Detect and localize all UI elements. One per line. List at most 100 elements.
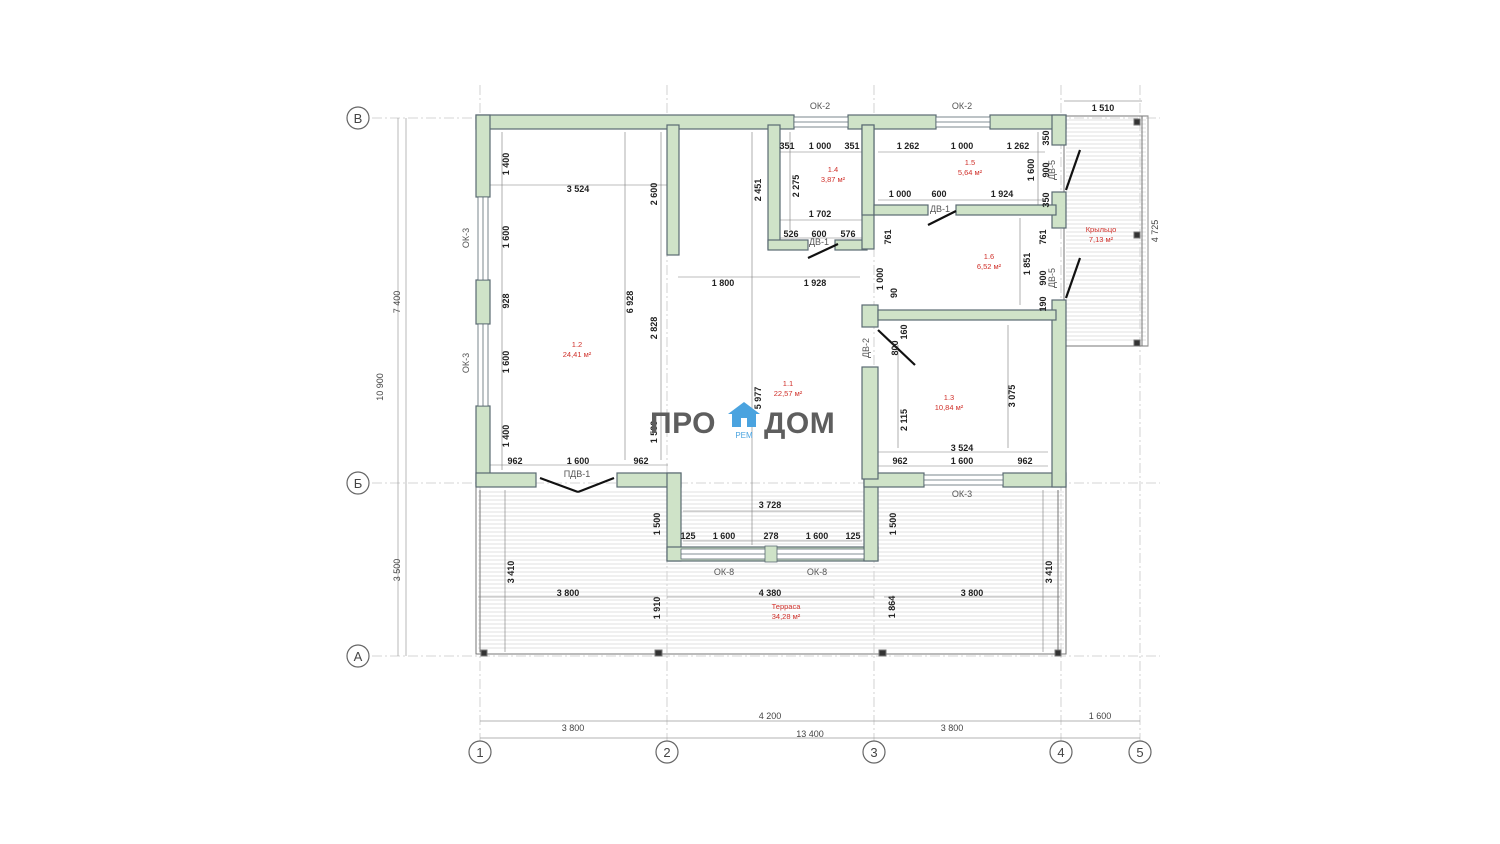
dim-terrace-v3410b: 3 410 bbox=[1044, 561, 1054, 584]
dim-1-5-b1000: 1 000 bbox=[889, 189, 912, 199]
label-ok2-a: ОК-2 bbox=[810, 101, 830, 111]
room-1-4-num: 1.4 bbox=[828, 165, 838, 174]
dim-bottom-4-5: 1 600 bbox=[1089, 711, 1112, 721]
dim-dv5-v900a: 900 bbox=[1041, 162, 1051, 177]
dim-1-2-v1600a: 1 600 bbox=[501, 226, 511, 249]
dim-dv5-v350b: 350 bbox=[1041, 192, 1051, 207]
room-1-6-area: 6,52 м² bbox=[977, 262, 1002, 271]
dim-1-4-b526: 526 bbox=[783, 229, 798, 239]
axis-row-a: А bbox=[354, 649, 363, 664]
dim-terrace-h3800b: 3 800 bbox=[961, 588, 984, 598]
dim-1-5-t1262b: 1 262 bbox=[1007, 141, 1030, 151]
room-1-2-num: 1.2 bbox=[572, 340, 582, 349]
dim-1-1-b125a: 125 bbox=[680, 531, 695, 541]
doors bbox=[539, 149, 1082, 494]
logo-text-sub: РЕМ bbox=[735, 431, 753, 440]
dim-1-2-b1600: 1 600 bbox=[567, 456, 590, 466]
label-pdv1: ПДВ-1 bbox=[564, 469, 591, 479]
dim-bottom-2-3: 4 200 bbox=[759, 711, 782, 721]
dim-1-6-v1851: 1 851 bbox=[1022, 253, 1032, 276]
dim-1-3-b962b: 962 bbox=[1017, 456, 1032, 466]
dim-1-2-v928: 928 bbox=[501, 293, 511, 308]
dim-left-lower: 3 500 bbox=[392, 559, 402, 582]
logo-text-left: ПРО bbox=[650, 407, 716, 440]
dim-1-3-b962a: 962 bbox=[892, 456, 907, 466]
dim-1-6-v761a: 761 bbox=[883, 229, 893, 244]
dim-1-3-v800: 800 bbox=[890, 340, 900, 355]
room-1-6-num: 1.6 bbox=[984, 252, 994, 261]
dim-porch-height: 4 725 bbox=[1150, 220, 1160, 243]
label-dv1-b: ДВ-1 bbox=[930, 204, 950, 214]
dim-niche-v1500b: 1 500 bbox=[888, 513, 898, 536]
dim-1-2-v1500: 1 500 bbox=[649, 421, 659, 444]
room-1-4-area: 3,87 м² bbox=[821, 175, 846, 184]
room-1-2-area: 24,41 м² bbox=[563, 350, 592, 359]
windows bbox=[477, 116, 1004, 563]
overall-dimension-texts: 10 900 7 400 3 500 4 725 1 510 13 400 3 … bbox=[375, 103, 1160, 739]
label-dv1-a: ДВ-1 bbox=[809, 237, 829, 247]
dim-1-3-b1600: 1 600 bbox=[951, 456, 974, 466]
inner-dimension-lines bbox=[478, 132, 1060, 652]
axis-row-b: Б bbox=[354, 476, 363, 491]
house-icon bbox=[728, 402, 760, 427]
room-labels: 1.1 22,57 м² 1.2 24,41 м² 1.3 10,84 м² 1… bbox=[563, 158, 1117, 621]
dim-1-3-v3075: 3 075 bbox=[1007, 385, 1017, 408]
dim-1-4-v2275: 2 275 bbox=[791, 175, 801, 198]
dim-1-4-t351b: 351 bbox=[844, 141, 859, 151]
dim-1-6-v190: 190 bbox=[1038, 296, 1048, 311]
dim-porch-width: 1 510 bbox=[1092, 103, 1115, 113]
dim-1-1-h3728: 3 728 bbox=[759, 500, 782, 510]
dim-left-upper: 7 400 bbox=[392, 291, 402, 314]
dim-1-2-v1400a: 1 400 bbox=[501, 153, 511, 176]
watermark-logo: ПРО РЕМ ДОМ bbox=[650, 402, 835, 440]
axis-labels: В Б А 1 2 3 4 5 bbox=[354, 111, 1144, 760]
dim-left-total: 10 900 bbox=[375, 373, 385, 401]
dim-1-6-v900: 900 bbox=[1038, 270, 1048, 285]
dim-terrace-v3410a: 3 410 bbox=[506, 561, 516, 584]
dim-1-1-h1800: 1 800 bbox=[712, 278, 735, 288]
dim-terrace-v1864: 1 864 bbox=[887, 596, 897, 619]
dim-1-2-v1600b: 1 600 bbox=[501, 351, 511, 374]
dim-1-2-v1400b: 1 400 bbox=[501, 425, 511, 448]
dim-terrace-h3800a: 3 800 bbox=[557, 588, 580, 598]
room-1-3-num: 1.3 bbox=[944, 393, 954, 402]
dim-1-6-v761b: 761 bbox=[1038, 229, 1048, 244]
dim-1-1-b125b: 125 bbox=[845, 531, 860, 541]
label-ok2-b: ОК-2 bbox=[952, 101, 972, 111]
label-ok3-b: ОК-3 bbox=[461, 353, 471, 373]
label-dv5-b: ДВ-5 bbox=[1047, 268, 1057, 288]
dim-1-2-width: 3 524 bbox=[567, 184, 590, 194]
room-1-5-area: 5,64 м² bbox=[958, 168, 983, 177]
axis-col-1: 1 bbox=[476, 745, 483, 760]
room-porch-num: Крыльцо bbox=[1086, 225, 1117, 234]
walls bbox=[475, 114, 1067, 562]
dim-1-4-t351a: 351 bbox=[779, 141, 794, 151]
dim-1-4-h1702: 1 702 bbox=[809, 209, 832, 219]
axis-col-2: 2 bbox=[663, 745, 670, 760]
room-terrace-num: Терраса bbox=[772, 602, 802, 611]
room-1-1-area: 22,57 м² bbox=[774, 389, 803, 398]
dim-terrace-h4380: 4 380 bbox=[759, 588, 782, 598]
dim-1-1-v2451: 2 451 bbox=[753, 179, 763, 202]
dim-1-3-v160: 160 bbox=[899, 324, 909, 339]
room-porch-area: 7,13 м² bbox=[1089, 235, 1114, 244]
dim-1-2-v6928: 6 928 bbox=[625, 291, 635, 314]
dim-terrace-v1910: 1 910 bbox=[652, 597, 662, 620]
logo-text-right: ДОМ bbox=[764, 407, 835, 440]
dim-1-2-b962b: 962 bbox=[633, 456, 648, 466]
dim-1-3-h3524: 3 524 bbox=[951, 443, 974, 453]
dim-1-5-b600: 600 bbox=[931, 189, 946, 199]
dim-1-2-b962a: 962 bbox=[507, 456, 522, 466]
dim-1-4-t1000: 1 000 bbox=[809, 141, 832, 151]
dim-bottom-3-4: 3 800 bbox=[941, 723, 964, 733]
label-ok3-a: ОК-3 bbox=[461, 228, 471, 248]
opening-labels: ОК-2 ОК-2 ОК-3 ОК-3 ОК-3 ОК-8 ОК-8 ДВ-1 … bbox=[461, 101, 1057, 577]
dim-1-1-h1928: 1 928 bbox=[804, 278, 827, 288]
axis-col-3: 3 bbox=[870, 745, 877, 760]
dim-1-1-b278: 278 bbox=[763, 531, 778, 541]
label-ok8-b: ОК-8 bbox=[807, 567, 827, 577]
dim-1-3-v2115: 2 115 bbox=[899, 409, 909, 431]
dim-bottom-total: 13 400 bbox=[796, 729, 824, 739]
dim-1-5-t1262a: 1 262 bbox=[897, 141, 920, 151]
